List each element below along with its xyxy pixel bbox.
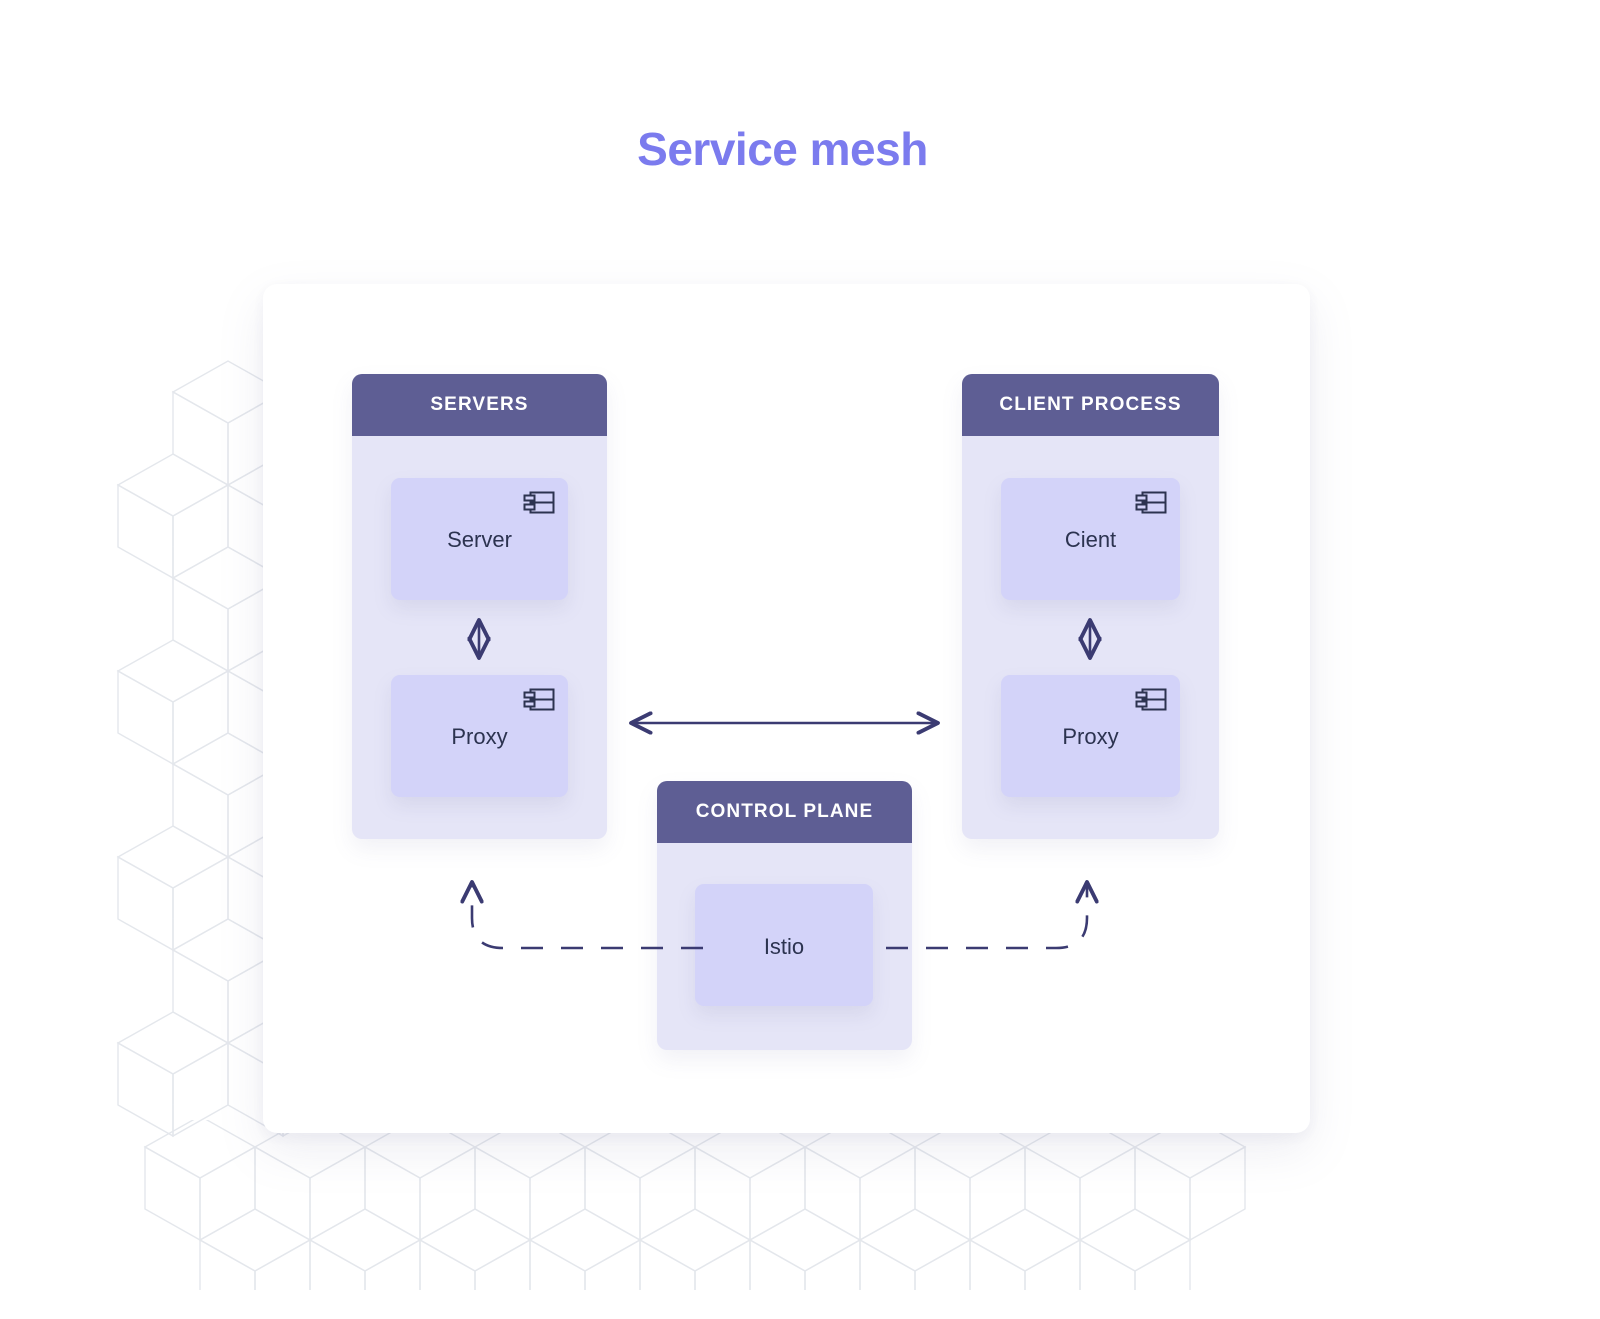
panel-servers-header: SERVERS bbox=[352, 374, 607, 436]
panel-client-process-header: CLIENT PROCESS bbox=[962, 374, 1219, 436]
page-title: Service mesh bbox=[637, 123, 928, 175]
node-proxy-left[interactable]: Proxy bbox=[391, 675, 568, 797]
node-istio-label: Istio bbox=[763, 934, 805, 959]
node-server-label: Server bbox=[447, 527, 512, 552]
uml-component-icon bbox=[1135, 688, 1167, 711]
node-proxy-left-label: Proxy bbox=[451, 724, 508, 749]
node-client[interactable]: Cient bbox=[1001, 478, 1180, 600]
node-proxy-right-label: Proxy bbox=[1062, 724, 1119, 749]
node-server[interactable]: Server bbox=[391, 478, 568, 600]
node-client-label: Cient bbox=[1064, 527, 1117, 552]
uml-component-icon bbox=[523, 491, 555, 514]
node-proxy-right[interactable]: Proxy bbox=[1001, 675, 1180, 797]
uml-component-icon bbox=[523, 688, 555, 711]
uml-component-icon bbox=[1135, 491, 1167, 514]
node-istio[interactable]: Istio bbox=[695, 884, 873, 1006]
panel-control-plane-header: CONTROL PLANE bbox=[657, 781, 912, 843]
